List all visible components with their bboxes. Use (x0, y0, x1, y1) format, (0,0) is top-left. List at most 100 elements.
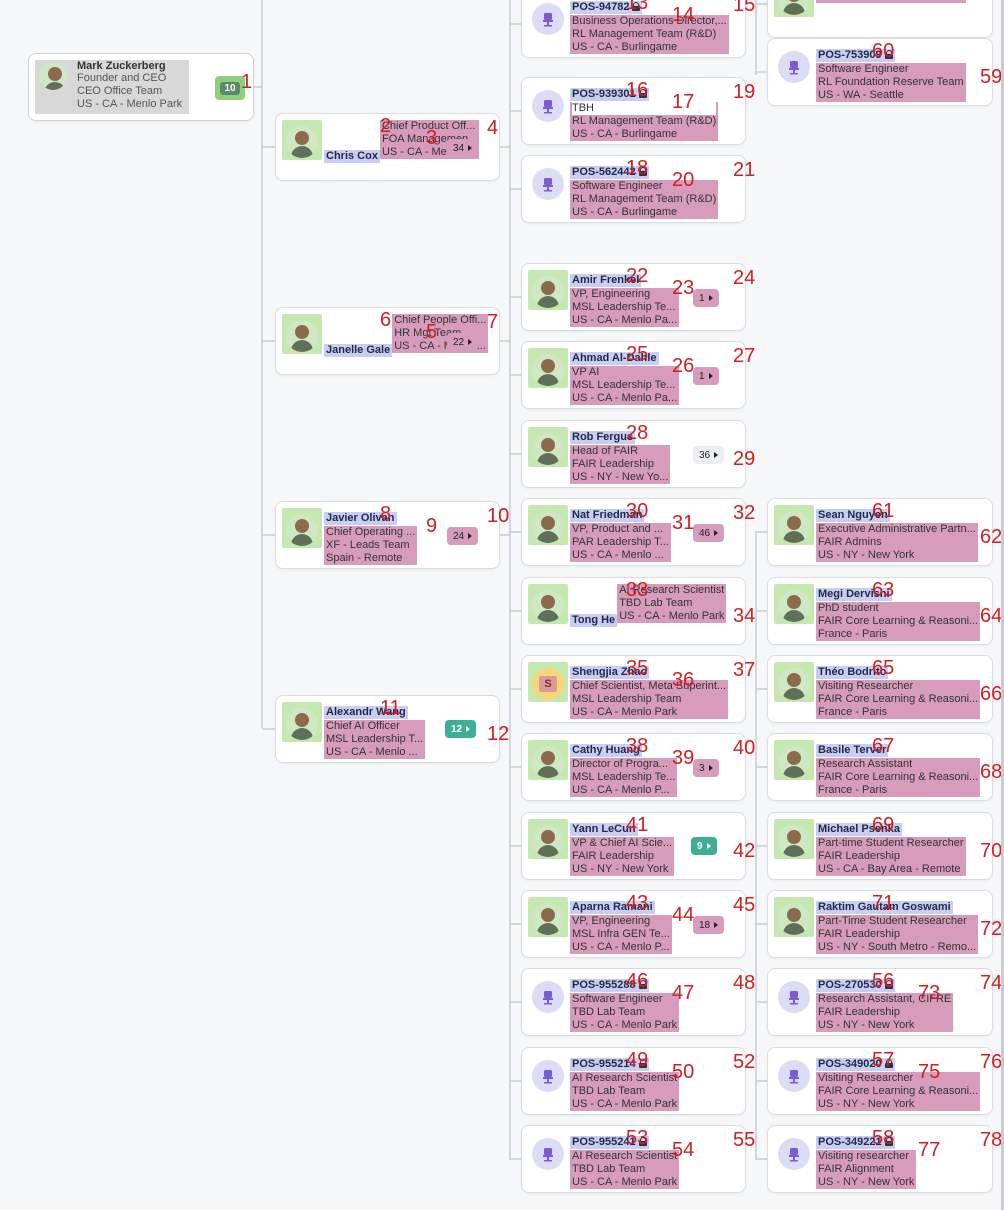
person-name[interactable]: Aparna Ramani (570, 901, 655, 914)
person-name[interactable]: Raktim Gautam Goswami (816, 901, 953, 914)
reports-count-button[interactable]: 3 (693, 759, 719, 777)
avatar (778, 903, 810, 935)
person-title: Visiting researcher (818, 1150, 909, 1162)
person-name[interactable]: POS-562442 (570, 166, 649, 179)
person-name[interactable]: Cathy Huang (570, 744, 642, 757)
person-name[interactable]: Sean Nguyen (816, 509, 890, 522)
marker: 32 (733, 502, 756, 524)
reports-count: 34 (453, 142, 465, 154)
person-title: Chief Operating ... (326, 526, 416, 538)
person-team: TBD Lab Team (619, 597, 693, 609)
reports-count-button[interactable]: 18 (693, 916, 725, 934)
person-title: Visiting Researcher (818, 680, 914, 692)
expand-arrow-icon (708, 765, 713, 771)
reports-count-button[interactable]: 22 (447, 333, 479, 351)
marker: 62 (980, 526, 1003, 548)
person-name[interactable]: POS-270530 (816, 979, 895, 992)
person-name[interactable]: Janelle Gale (324, 344, 393, 357)
person-name[interactable]: POS-955214 (570, 1058, 649, 1071)
lock-icon (884, 50, 893, 59)
reports-count-button[interactable]: 12 (445, 720, 477, 738)
person-name[interactable]: Yann LeCun (570, 823, 638, 836)
card-mark-zuckerberg[interactable]: Mark Zuckerberg Founder and CEO CEO Offi… (28, 53, 254, 121)
reports-count-button[interactable]: 34 (447, 139, 479, 157)
person-location: US - NY - South Metro - Remo... (818, 941, 977, 953)
person-location: US - CA - Menlo Park (572, 706, 678, 718)
person-name[interactable]: Nat Friedman (570, 509, 645, 522)
person-name[interactable]: POS-94782 (570, 1, 643, 14)
reports-count-button[interactable]: 9 (691, 837, 717, 855)
avatar (778, 590, 810, 622)
person-location: US - NY - New Yo... (572, 471, 669, 483)
reports-count-button[interactable]: 46 (693, 524, 725, 542)
seat-icon (778, 981, 810, 1013)
reports-count-button[interactable]: 1 (693, 289, 719, 307)
reports-count-button[interactable]: 10 (215, 76, 245, 100)
person-name[interactable]: Basile Terver (816, 744, 889, 757)
person-name[interactable]: Rob Fergus (570, 431, 636, 444)
reports-count-button[interactable]: 36 (693, 446, 725, 464)
person-name[interactable]: Megi Dervishi (816, 588, 892, 601)
person-team: UK - London (818, 0, 964, 3)
person-name[interactable]: Tong He (570, 614, 618, 627)
person-team: RL Foundation Reserve Team (818, 76, 964, 88)
reports-count-button[interactable]: 24 (447, 527, 479, 545)
person-name[interactable]: POS-955241 (570, 1136, 649, 1149)
person-name[interactable]: Javier Olivan (324, 512, 397, 525)
person-name[interactable]: POS-753909 (816, 49, 895, 62)
reports-count: 1 (699, 370, 705, 382)
person-name[interactable]: Michael Psenka (816, 823, 902, 836)
person-name[interactable]: POS-349221 (816, 1136, 895, 1149)
expand-arrow-icon (714, 530, 719, 536)
person-location: US - CA - Menlo Pa... (572, 314, 678, 326)
person-name[interactable]: POS-939301 (570, 88, 649, 101)
reports-count-button[interactable]: 1 (693, 367, 719, 385)
person-name[interactable]: Shengjia Zhao (570, 666, 650, 679)
person-name[interactable]: POS-955288 (570, 979, 649, 992)
person-title: VP, Engineering (572, 915, 651, 927)
person-name[interactable]: POS-349020 (816, 1058, 895, 1071)
person-name[interactable]: Ahmad Al-Dahle (570, 352, 659, 365)
person-team: RL Management Team (R&D) (572, 28, 717, 40)
card-partial[interactable]: RL Foundation Reserve TeamUK - London51 (767, 0, 993, 38)
person-name[interactable]: Amir Frenkel (570, 274, 642, 287)
expand-arrow-icon (468, 339, 473, 345)
person-name[interactable]: Théo Bodrito (816, 666, 889, 679)
avatar (286, 126, 318, 158)
seat-icon (532, 3, 564, 35)
person-name[interactable]: Alexandr Wang (324, 706, 408, 719)
person-name[interactable]: Chris Cox (324, 150, 380, 163)
marker: 37 (733, 659, 756, 681)
